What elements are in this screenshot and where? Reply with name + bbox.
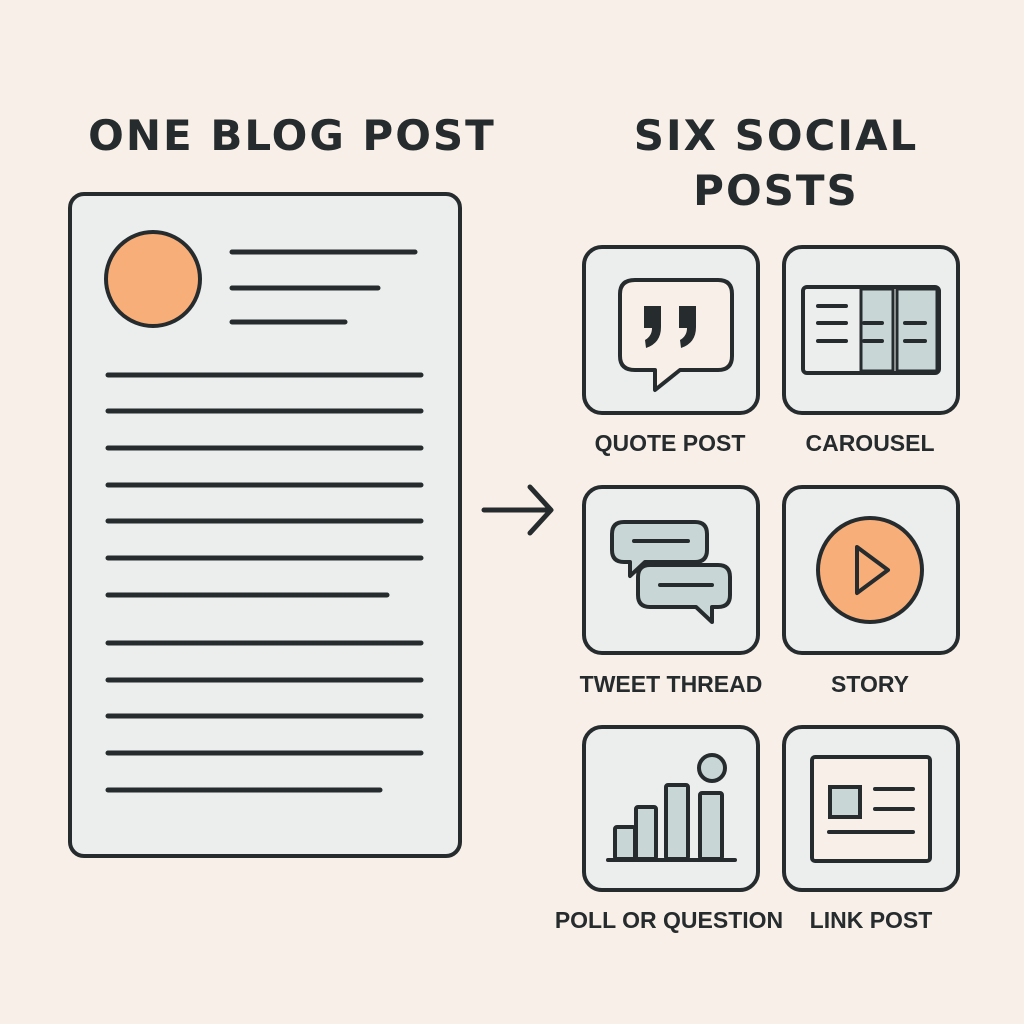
document-lines xyxy=(105,249,424,793)
tile-label: CAROUSEL xyxy=(805,430,934,456)
social-title-line2: POSTS xyxy=(693,166,859,215)
bar-chart-icon xyxy=(606,753,737,862)
tile-story: STORY xyxy=(782,485,960,697)
arrow-right-icon xyxy=(481,484,554,536)
tile-carousel: CAROUSEL xyxy=(782,245,960,456)
tile-tweet-thread: TWEET THREAD xyxy=(580,485,763,697)
social-title-line1: SIX SOCIAL xyxy=(634,111,919,160)
tile-label: LINK POST xyxy=(810,907,933,933)
play-icon xyxy=(816,516,924,624)
tile-label: POLL OR QUESTION xyxy=(555,907,783,933)
tile-label: QUOTE POST xyxy=(595,430,746,456)
tile-label: TWEET THREAD xyxy=(580,671,763,697)
tile-label: STORY xyxy=(831,671,909,697)
tile-quote-post: QUOTE POST xyxy=(582,245,760,456)
blog-document xyxy=(68,192,462,858)
carousel-icon xyxy=(801,285,941,375)
quote-bubble-icon xyxy=(618,278,734,392)
tile-link-post: LINK POST xyxy=(782,725,960,933)
blog-title: ONE BLOG POST xyxy=(88,111,496,160)
link-card-icon xyxy=(810,755,932,863)
author-avatar-icon xyxy=(104,230,202,328)
chat-bubbles-icon xyxy=(610,520,732,624)
tile-poll-or-question: POLL OR QUESTION xyxy=(555,725,783,933)
